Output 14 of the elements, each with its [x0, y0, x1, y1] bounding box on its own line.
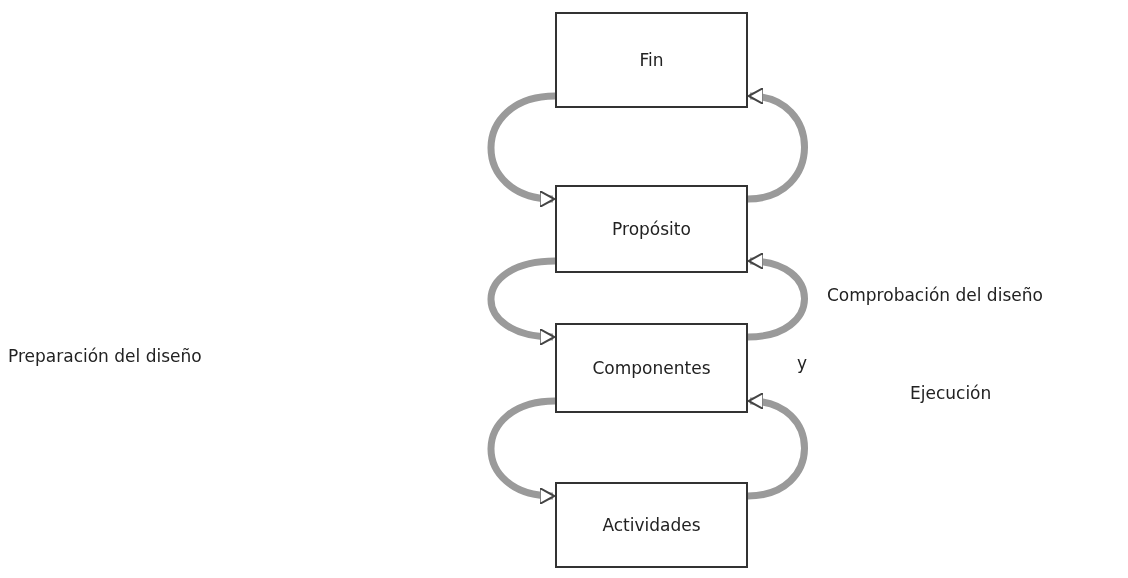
- annotation-text: Comprobación del diseño: [827, 285, 1043, 305]
- annotation-text: y: [797, 353, 808, 373]
- curved-arrow: [747, 88, 808, 203]
- process-box: Propósito: [555, 185, 748, 273]
- process-box: Actividades: [555, 482, 748, 568]
- annotation-text: Preparación del diseño: [8, 346, 202, 366]
- curved-arrow: [487, 92, 556, 207]
- annotation-text: Ejecución: [910, 383, 992, 403]
- curved-arrow: [487, 257, 556, 345]
- curved-arrow: [487, 397, 556, 504]
- curved-arrow: [747, 393, 808, 500]
- process-box: Componentes: [555, 323, 748, 413]
- process-box: Fin: [555, 12, 748, 108]
- curved-arrow: [747, 253, 808, 341]
